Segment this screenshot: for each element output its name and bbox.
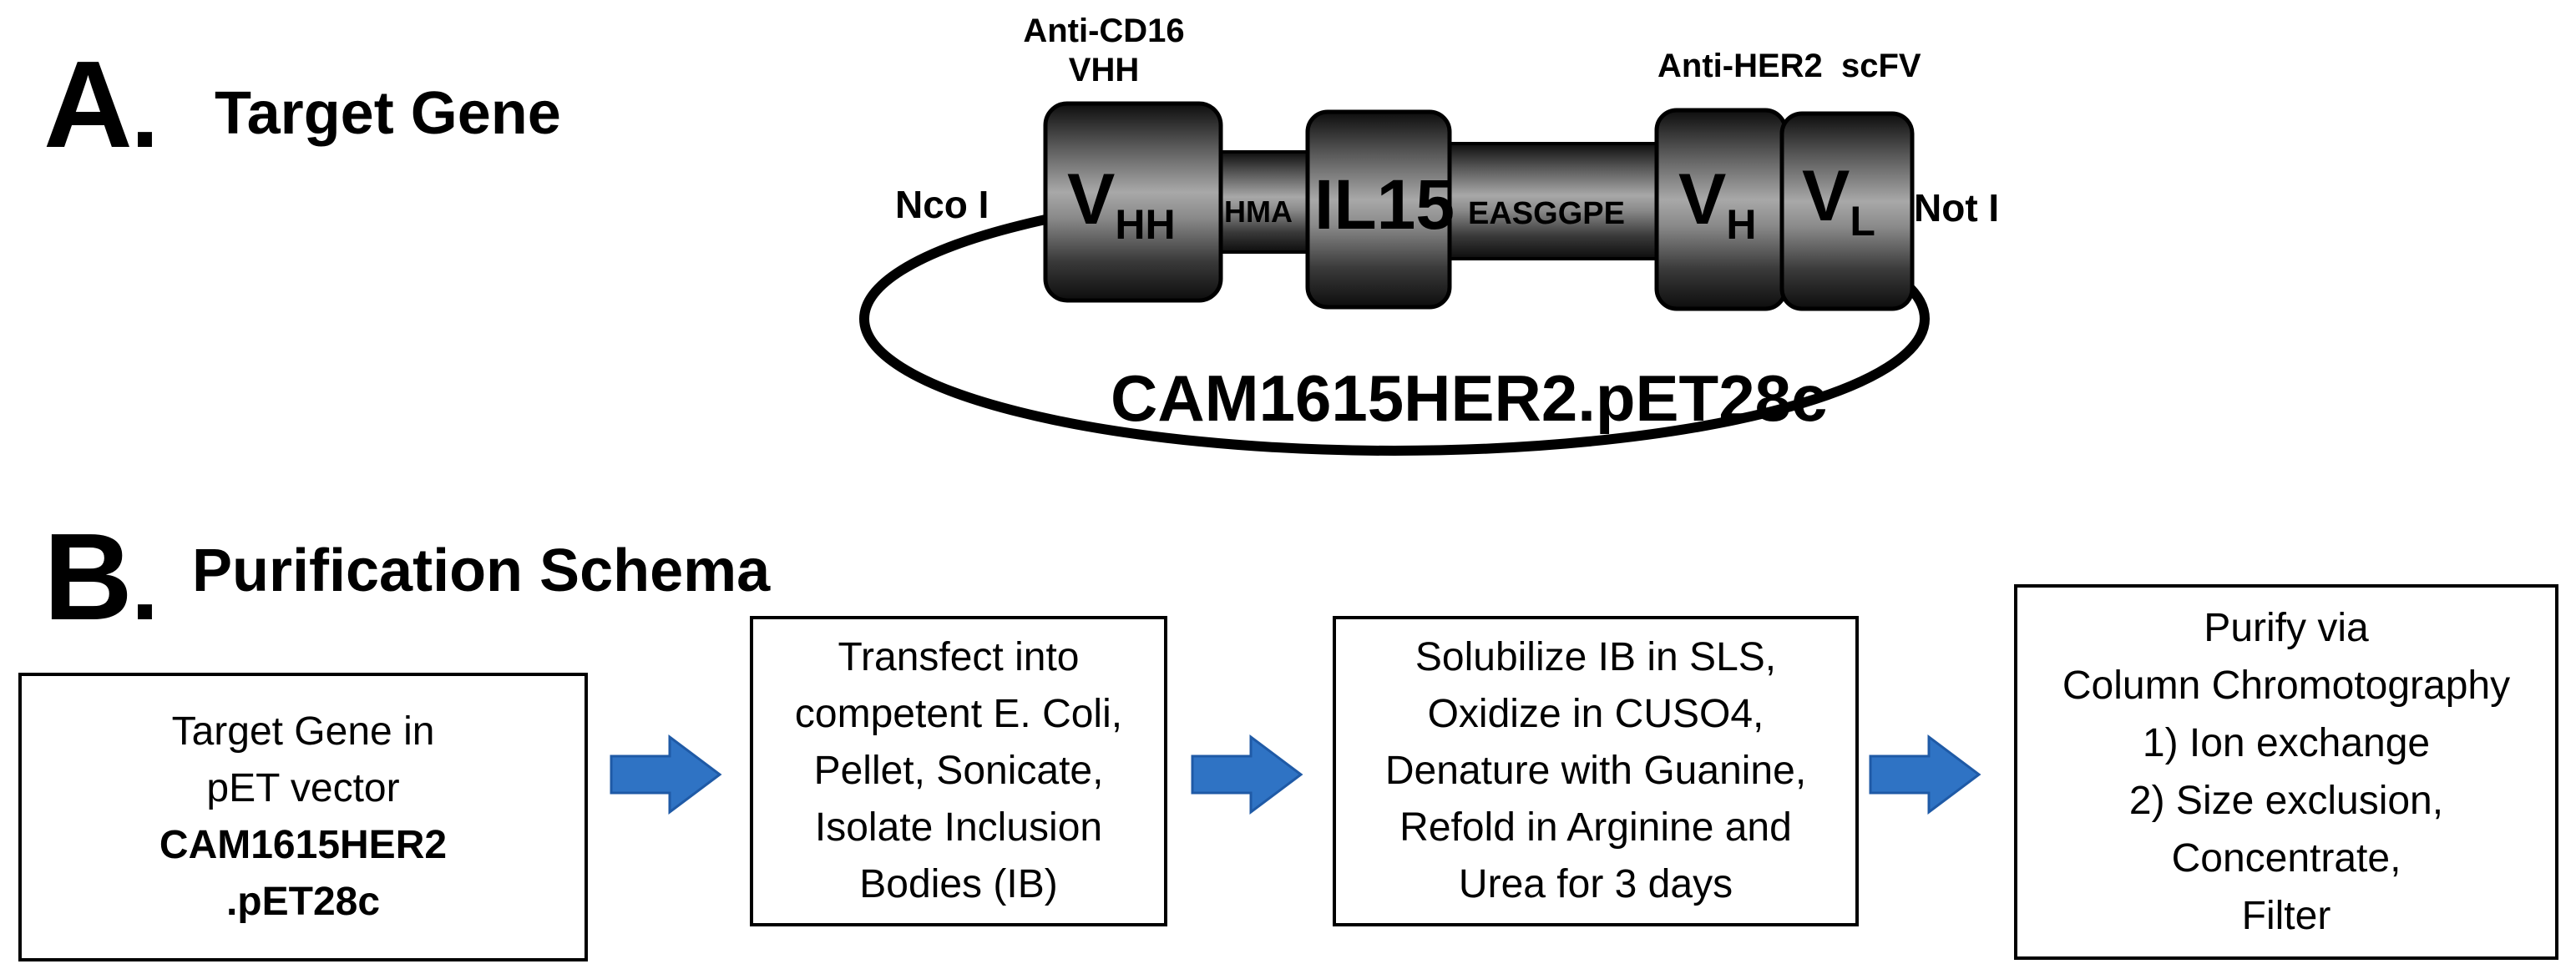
not-site-label: Not I (1914, 186, 2000, 230)
step-line: Denature with Guanine, (1384, 748, 1807, 793)
section-a-letter: A. (43, 36, 159, 174)
vhh-label: VHH (1067, 159, 1176, 248)
step-line: Solubilize IB in SLS, (1415, 634, 1777, 679)
step-line: pET vector (206, 765, 400, 810)
step-line: Urea for 3 days (1458, 862, 1733, 907)
section-b-letter: B. (43, 508, 159, 646)
step-2-text: Transfect into competent E. Coli, Pellet… (795, 629, 1122, 914)
il15-label: IL15 (1314, 165, 1455, 244)
flow-arrow-1-icon (610, 734, 722, 815)
step-3-text: Solubilize IB in SLS, Oxidize in CUSO4, … (1385, 629, 1806, 914)
step-line: Concentrate, (2171, 836, 2401, 881)
step-3-box: Solubilize IB in SLS, Oxidize in CUSO4, … (1333, 616, 1859, 926)
anti-her2-label: Anti-HER2 scFV (1657, 48, 1921, 84)
step-line: Pellet, Sonicate, (813, 748, 1104, 793)
vl-segment (1779, 111, 1915, 311)
anti-cd16-label: Anti-CD16 VHH (1023, 13, 1185, 89)
easggpe-label: EASGGPE (1468, 196, 1625, 231)
step-line: Refold in Arginine and (1399, 805, 1792, 850)
section-a-title: Target Gene (215, 80, 561, 147)
step-line: Filter (2241, 894, 2331, 939)
step-line: 2) Size exclusion, (2128, 779, 2444, 823)
vhh-segment (1043, 101, 1223, 303)
il15-segment (1305, 109, 1452, 310)
nco-site-label: Nco I (895, 183, 989, 226)
step-line: Oxidize in CUSO4, (1427, 691, 1764, 736)
step-line: Isolate Inclusion (814, 805, 1103, 850)
hma-connector (1213, 150, 1325, 254)
plasmid-diagram: VHH HMA IL15 EASGGPE VH VL (859, 101, 1930, 456)
step-line: competent E. Coli, (794, 691, 1123, 736)
step-line: Bodies (IB) (859, 862, 1058, 907)
vh-label: VH (1678, 159, 1756, 248)
step-line: Target Gene in (171, 709, 435, 754)
step-line-bold: CAM1615HER2 (159, 823, 448, 867)
flow-arrow-2-icon (1191, 734, 1303, 815)
flow-arrow-3-icon (1869, 734, 1981, 815)
step-line: 1) Ion exchange (2142, 720, 2431, 765)
section-b-title: Purification Schema (192, 537, 771, 604)
step-1-box: Target Gene in pET vector CAM1615HER2 .p… (18, 673, 588, 961)
step-line-bold: .pET28c (225, 880, 381, 925)
step-4-box: Purify via Column Chromotography 1) Ion … (2014, 584, 2558, 960)
step-2-box: Transfect into competent E. Coli, Pellet… (750, 616, 1167, 926)
plasmid-name: CAM1615HER2.pET28c (1111, 361, 1828, 435)
step-line: Column Chromotography (2062, 663, 2511, 708)
step-line: Purify via (2204, 605, 2369, 650)
vl-label: VL (1802, 156, 1875, 245)
step-line: Transfect into (838, 634, 1080, 679)
hma-label: HMA (1224, 194, 1293, 229)
step-1-text: Target Gene in pET vector CAM1615HER2 .p… (159, 704, 447, 931)
step-4-text: Purify via Column Chromotography 1) Ion … (2062, 599, 2510, 946)
